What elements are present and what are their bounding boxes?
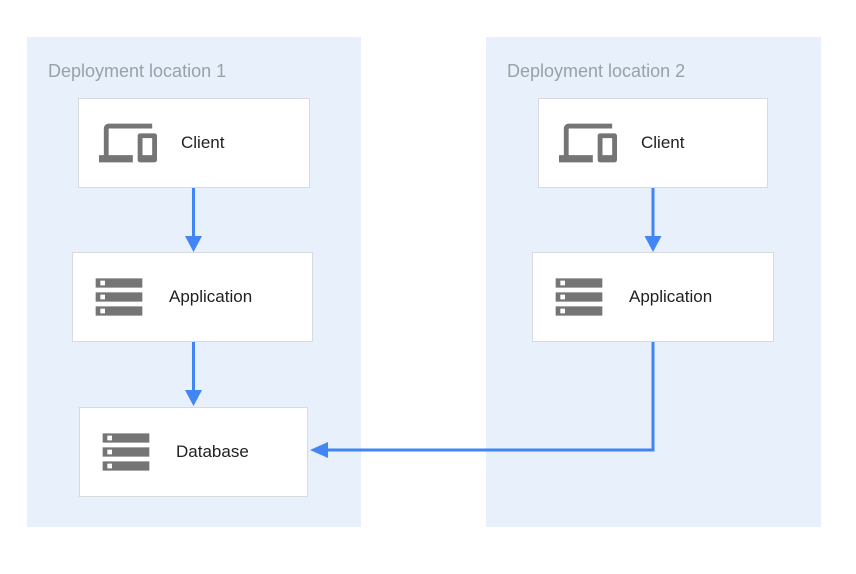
node-database-1: Database bbox=[79, 407, 308, 497]
node-label: Application bbox=[629, 287, 713, 306]
node-label: Application bbox=[169, 287, 253, 306]
server-stack-icon bbox=[98, 421, 154, 483]
node-client-1: Client bbox=[78, 98, 310, 188]
node-label: Database bbox=[176, 442, 249, 461]
group-label: Deployment location 2 bbox=[507, 61, 686, 81]
node-label: Client bbox=[181, 133, 225, 152]
devices-icon bbox=[97, 114, 159, 172]
node-application-2: Application bbox=[532, 252, 774, 342]
group-label: Deployment location 1 bbox=[48, 61, 227, 81]
node-label: Client bbox=[641, 133, 685, 152]
node-client-2: Client bbox=[538, 98, 768, 188]
server-stack-icon bbox=[91, 266, 147, 328]
devices-icon bbox=[557, 114, 619, 172]
node-application-1: Application bbox=[72, 252, 313, 342]
server-stack-icon bbox=[551, 266, 607, 328]
